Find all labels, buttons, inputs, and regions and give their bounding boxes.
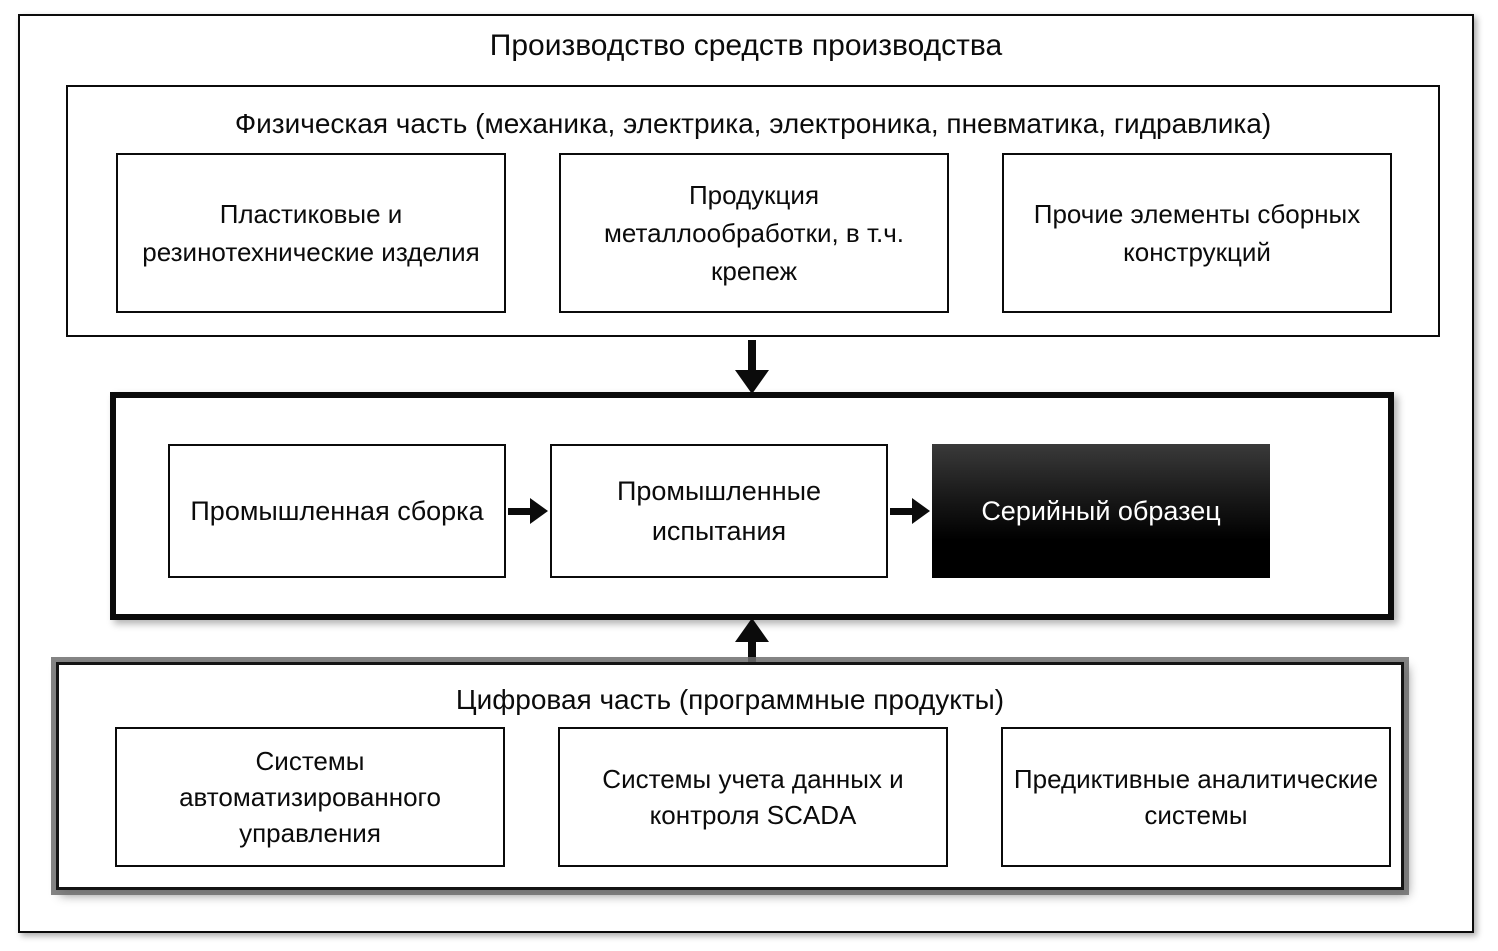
arrow-up-icon — [735, 618, 769, 672]
production-chain-section: Промышленная сборка Промышленные испытан… — [110, 392, 1394, 620]
arrow-right-icon-1 — [508, 496, 548, 526]
arrow-head — [530, 498, 548, 524]
arrow-head — [912, 498, 930, 524]
digital-item-predictive-analytics[interactable]: Предиктивные аналитические системы — [1001, 727, 1391, 867]
digital-part-items-row: Системы автоматизированного управления С… — [115, 727, 1391, 867]
arrow-right-icon-2 — [890, 496, 930, 526]
digital-part-heading: Цифровая часть (программные продукты) — [455, 684, 1005, 715]
physical-item-other-assembly-elements[interactable]: Прочие элементы сборных конструкций — [1002, 153, 1392, 313]
physical-item-plastics[interactable]: Пластиковые и резинотехнические изделия — [116, 153, 506, 313]
chain-item-industrial-testing[interactable]: Промышленные испытания — [550, 444, 888, 578]
chain-item-industrial-assembly[interactable]: Промышленная сборка — [168, 444, 506, 578]
production-chain-row: Промышленная сборка Промышленные испытан… — [168, 444, 1336, 578]
arrow-head — [735, 370, 769, 394]
physical-part-heading: Физическая часть (механика, электрика, э… — [234, 108, 1272, 139]
arrow-shaft — [890, 508, 917, 515]
arrow-head — [735, 618, 769, 642]
arrow-down-icon — [735, 340, 769, 394]
physical-part-items-row: Пластиковые и резинотехнические изделия … — [116, 153, 1392, 313]
physical-item-metalwork[interactable]: Продукция металлообработки, в т.ч. крепе… — [559, 153, 949, 313]
diagram-title: Производство средств производства — [489, 29, 1003, 62]
digital-item-scada[interactable]: Системы учета данных и контроля SCADA — [558, 727, 948, 867]
arrow-shaft — [748, 340, 756, 374]
arrow-shaft — [508, 508, 535, 515]
chain-item-serial-sample[interactable]: Серийный образец — [932, 444, 1270, 578]
digital-item-automated-control-systems[interactable]: Системы автоматизированного управления — [115, 727, 505, 867]
digital-part-section: Цифровая часть (программные продукты) Си… — [56, 662, 1404, 890]
arrow-shaft — [748, 638, 756, 672]
physical-part-section: Физическая часть (механика, электрика, э… — [66, 85, 1440, 337]
